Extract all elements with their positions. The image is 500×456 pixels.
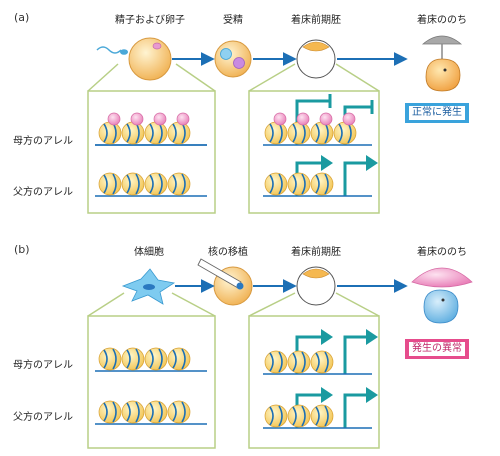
nucleosome (167, 112, 191, 145)
methyl-mark (107, 112, 121, 126)
nucleosome (167, 347, 191, 371)
nucleosome (121, 400, 145, 424)
nucleosome (167, 400, 191, 424)
stage-label: 受精 (223, 15, 243, 26)
nucleosome (264, 172, 288, 196)
embryo-normal-icon (421, 35, 463, 92)
embryo-abnormal-icon (411, 267, 473, 324)
arrowhead (366, 329, 378, 345)
paternal-allele-label: 父方のアレル (13, 412, 73, 423)
nucleosome (98, 172, 122, 196)
arrowhead (321, 387, 333, 403)
nucleosome-row (95, 172, 207, 197)
nucleosome (333, 112, 357, 145)
methyl-mark (342, 112, 356, 126)
nucleosome-row (95, 112, 207, 146)
stage-label: 体細胞 (134, 247, 164, 258)
arrowhead (321, 155, 333, 171)
methyl-mark (153, 112, 167, 126)
methyl-mark (319, 112, 333, 126)
nucleosome (144, 112, 168, 145)
arrowhead (366, 387, 378, 403)
somatic-cell-icon (121, 268, 176, 305)
nucleosome (264, 112, 288, 145)
result-label-normal: 正常に発生 (412, 107, 462, 118)
nucleosome (310, 350, 334, 374)
nuclear-transfer-icon (197, 258, 253, 306)
zoom-guide-lines (87, 292, 380, 317)
methyl-mark (130, 112, 144, 126)
methyl-mark (273, 112, 287, 126)
nucleosome (121, 347, 145, 371)
stage-label: 核の移植 (208, 247, 248, 258)
nucleosome-row (263, 404, 372, 429)
nucleosome (144, 400, 168, 424)
nucleosome (287, 112, 311, 145)
arrowhead (321, 329, 333, 345)
panel-a-tag: (a) (14, 11, 30, 24)
nucleosome (144, 347, 168, 371)
stage-label: 着床ののち (417, 247, 467, 258)
blastocyst-icon (296, 266, 336, 306)
nucleosome (310, 172, 334, 196)
nucleosome (264, 350, 288, 374)
paternal-allele-label: 父方のアレル (13, 187, 73, 198)
nucleosome (310, 404, 334, 428)
methyl-mark (296, 112, 310, 126)
nucleosome (287, 350, 311, 374)
stage-label: 着床前期胚 (291, 15, 341, 26)
stage-label: 着床前期胚 (291, 247, 341, 258)
zoom-guide-lines (87, 63, 380, 92)
maternal-allele-label: 母方のアレル (13, 360, 73, 371)
stage-label: 着床ののち (417, 15, 467, 26)
nucleosome (121, 112, 145, 145)
nucleosome-row (95, 400, 207, 425)
nucleosome-row (263, 350, 372, 375)
nucleosome (144, 172, 168, 196)
maternal-allele-label: 母方のアレル (13, 136, 73, 147)
nucleosome (121, 172, 145, 196)
nucleosome (98, 347, 122, 371)
egg-cell-icon (128, 37, 172, 81)
arrowhead (366, 155, 378, 171)
nucleosome-row (263, 172, 372, 197)
nucleosome (287, 404, 311, 428)
zygote-icon (214, 40, 252, 78)
stage-label: 精子および卵子 (115, 15, 185, 26)
nucleosome (98, 112, 122, 145)
nucleosome (98, 400, 122, 424)
sperm-icon (96, 46, 128, 55)
methyl-mark (176, 112, 190, 126)
blastocyst-icon (296, 39, 336, 79)
nucleosome (287, 172, 311, 196)
nucleosome (310, 112, 334, 145)
chromatin-frame (248, 90, 380, 214)
panel-b-tag: (b) (14, 243, 30, 256)
chromatin-frame (87, 315, 216, 449)
result-label-abnormal: 発生の異常 (412, 343, 462, 354)
nucleosome-layer (95, 112, 372, 429)
nucleosome-row (263, 112, 372, 146)
nucleosome (264, 404, 288, 428)
nucleosome-row (95, 347, 207, 372)
nucleosome (167, 172, 191, 196)
